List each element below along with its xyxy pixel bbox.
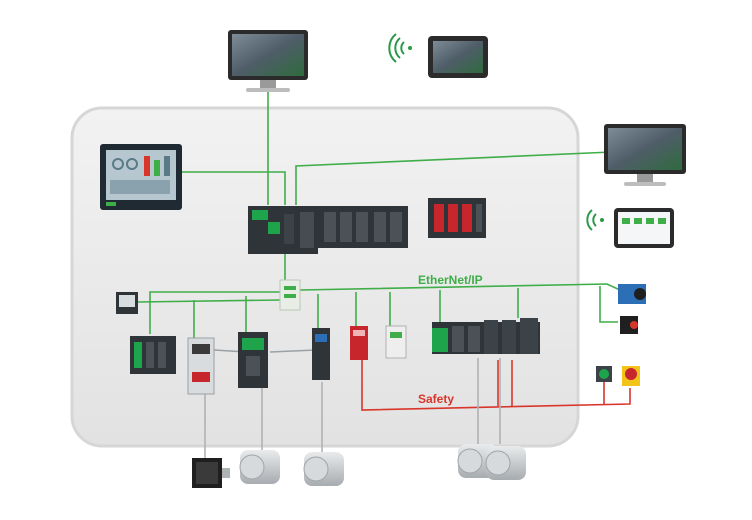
network-switch xyxy=(279,279,301,311)
ethernet-bus-right xyxy=(299,283,621,291)
motion-module xyxy=(385,325,407,359)
motor-starters xyxy=(432,318,540,354)
io-module xyxy=(130,336,176,374)
photoelectric-sensor xyxy=(620,316,638,334)
power-meter xyxy=(116,292,138,314)
compact-drive xyxy=(312,328,330,380)
plc-controller-rack xyxy=(248,206,408,254)
ethernet-bus-main xyxy=(149,291,280,334)
wifi-signal-icon xyxy=(586,209,604,231)
emergency-stop-button xyxy=(622,366,640,386)
link-right-monitor xyxy=(295,151,613,205)
right-tablet xyxy=(614,208,674,248)
servo-motor xyxy=(192,458,230,488)
safety-links xyxy=(361,350,631,411)
wifi-signal-icon xyxy=(388,33,412,63)
variable-speed-drive xyxy=(238,332,268,388)
ethernet-label: EtherNet/IP xyxy=(418,273,483,287)
induction-motor xyxy=(239,450,280,484)
top-monitor xyxy=(228,30,308,92)
induction-motor xyxy=(303,452,344,486)
safety-label: Safety xyxy=(418,392,454,406)
right-monitor xyxy=(604,124,686,186)
link-power-meter xyxy=(137,299,281,303)
hmi-touch-panel xyxy=(100,144,182,210)
safety-controller-rack xyxy=(428,198,486,238)
servo-drive xyxy=(187,337,215,395)
vision-sensor xyxy=(618,284,646,304)
safety-relay xyxy=(350,326,368,360)
tablet-device xyxy=(428,36,488,78)
induction-motor xyxy=(485,446,526,480)
link-hmi xyxy=(182,171,286,205)
safety-loop xyxy=(361,350,631,411)
ethernet-links xyxy=(137,90,621,353)
pushbutton-green xyxy=(596,366,612,382)
link-sensor xyxy=(599,286,618,323)
motor-cables xyxy=(204,358,501,458)
